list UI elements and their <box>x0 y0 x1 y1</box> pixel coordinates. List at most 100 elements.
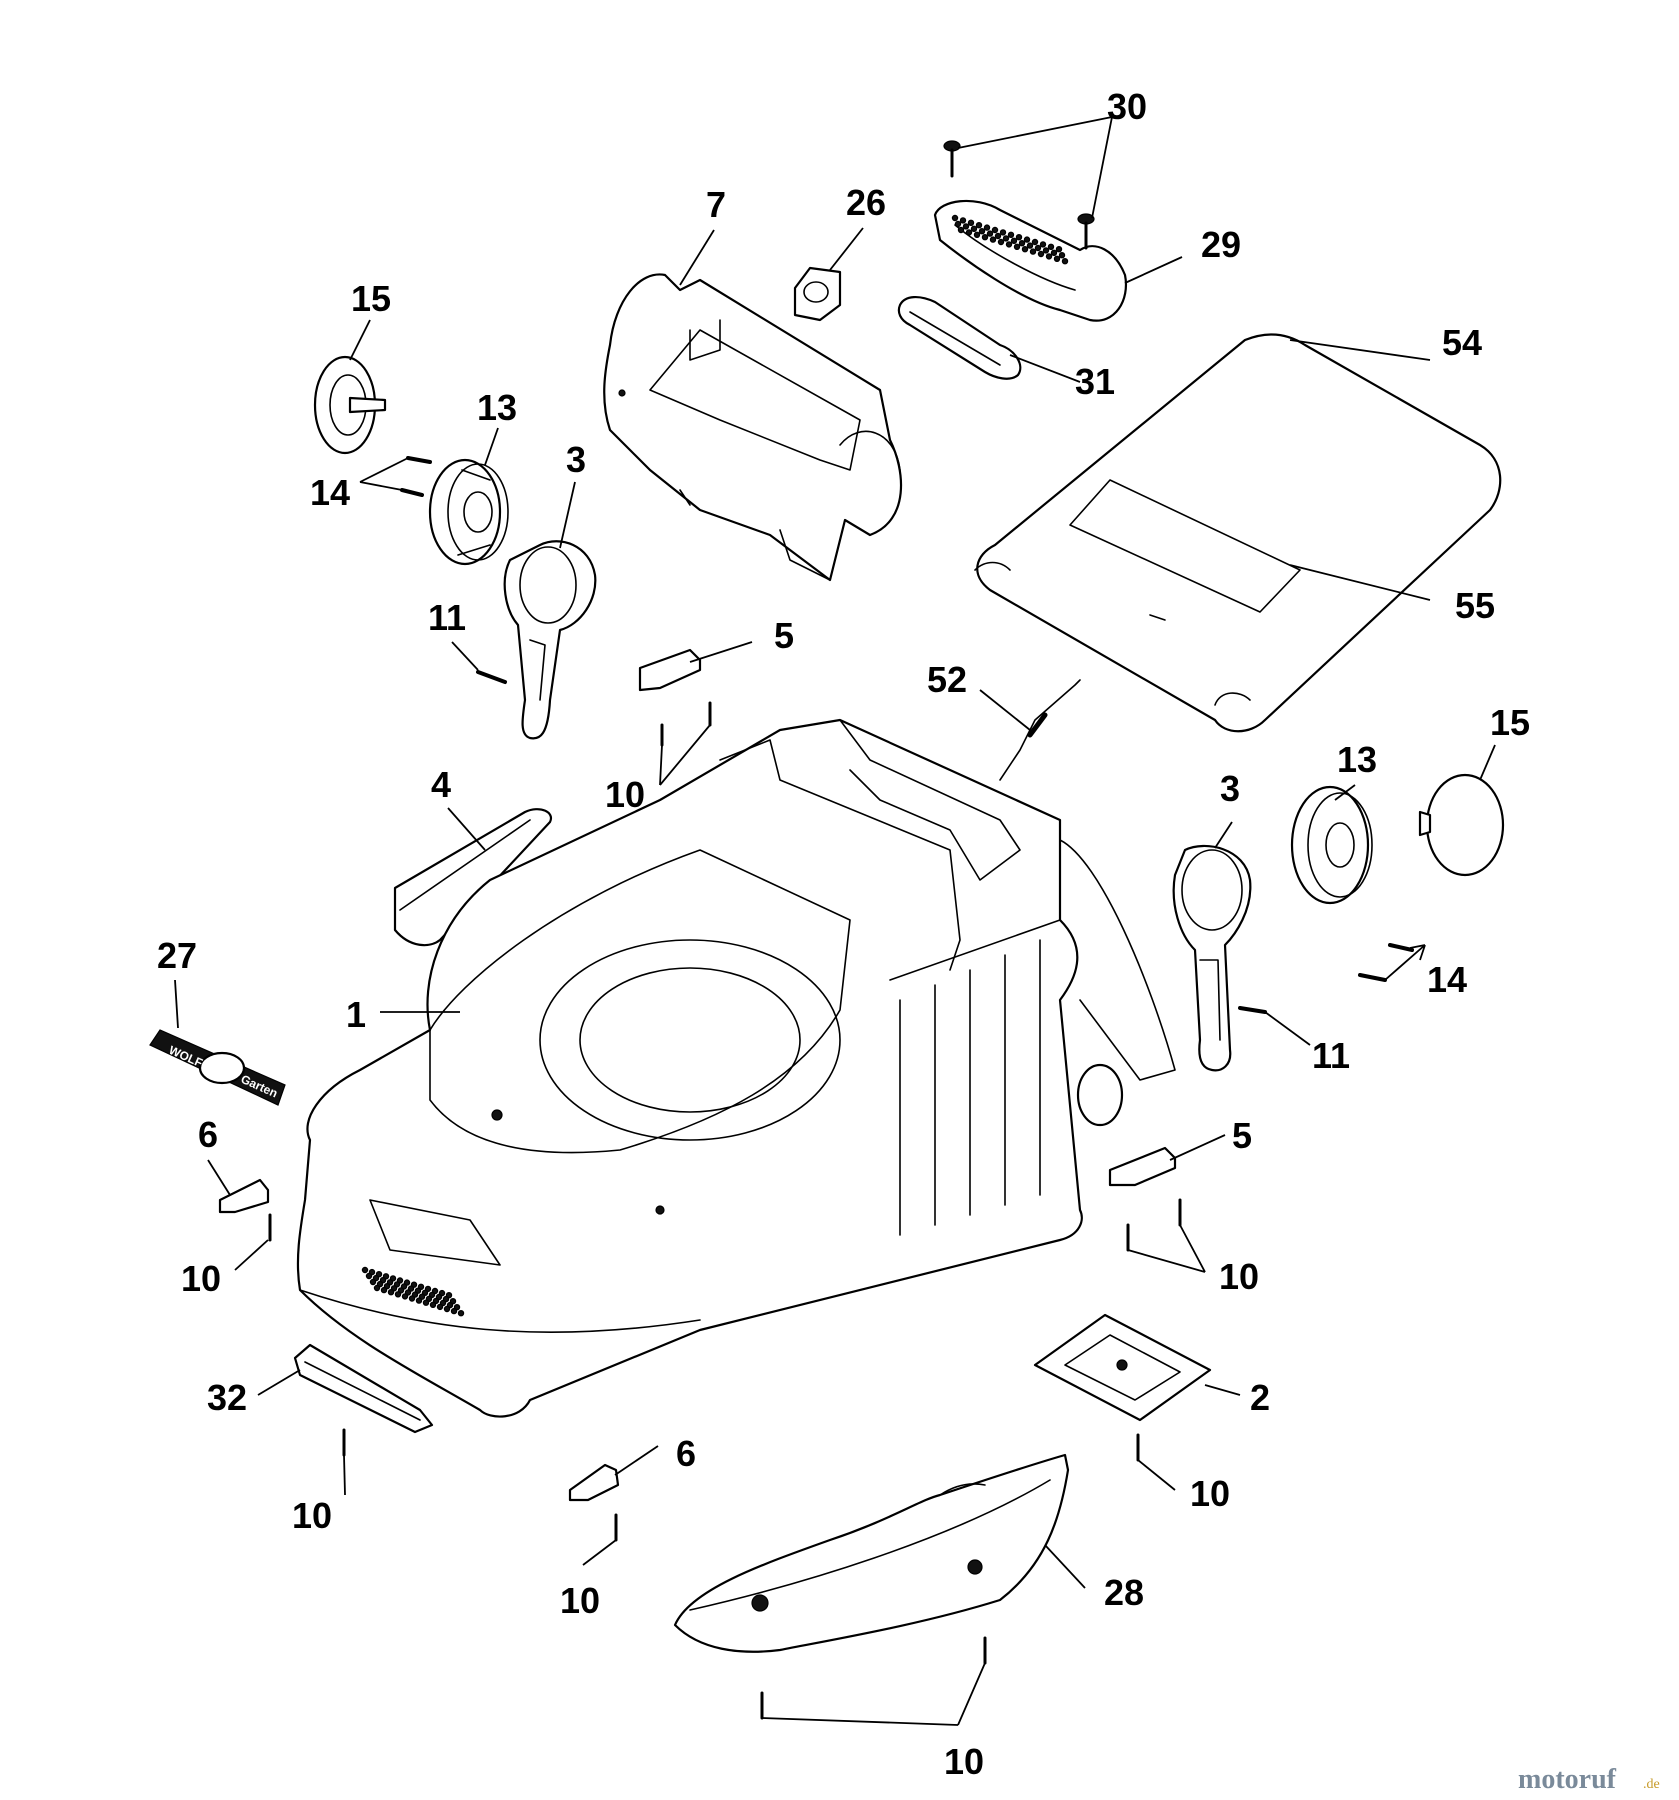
callout-10-upper: 10 <box>605 774 645 815</box>
callout-30: 30 <box>1107 86 1147 127</box>
pattern-dot <box>457 1309 465 1317</box>
watermark-text: motoruf <box>1518 1764 1617 1795</box>
pattern-dot <box>981 233 989 241</box>
part-3-height-adjuster-right <box>1172 844 1252 1072</box>
callout-1: 1 <box>346 994 366 1035</box>
part-54-lid <box>974 333 1502 733</box>
pattern-dot <box>997 238 1005 246</box>
pattern-dot <box>1042 247 1050 254</box>
part-32-front-grille <box>293 1343 434 1434</box>
callout-52: 52 <box>927 659 967 700</box>
callout-14-right: 14 <box>1427 959 1467 1000</box>
callout-10-right-lower: 10 <box>1190 1473 1230 1514</box>
pattern-dot <box>380 1286 388 1294</box>
pattern-dot <box>387 1288 395 1296</box>
pattern-dot <box>394 1291 402 1298</box>
callout-11-right: 11 <box>1312 1035 1350 1076</box>
callout-7: 7 <box>706 184 726 225</box>
pattern-dot <box>978 227 986 235</box>
pattern-dot <box>1055 245 1063 253</box>
pattern-dot <box>1026 242 1034 249</box>
part-14-screws-left <box>400 456 432 497</box>
pattern-dot <box>1047 243 1055 250</box>
pattern-dot <box>954 220 962 228</box>
pattern-dot <box>1053 255 1061 262</box>
part-13-gear-wheel-left <box>428 458 509 566</box>
part-26-plug <box>793 266 842 322</box>
part-13-gear-wheel-right <box>1290 785 1373 905</box>
part-10-screws-misc <box>268 1198 1182 1720</box>
callout-10-lower-left: 10 <box>292 1495 332 1536</box>
pattern-dot <box>361 1266 369 1274</box>
pattern-dot <box>1013 243 1021 250</box>
callout-10-center: 10 <box>560 1580 600 1621</box>
callout-6-left: 6 <box>198 1114 218 1155</box>
pattern-dot <box>415 1297 423 1304</box>
pattern-dot <box>1061 258 1069 265</box>
pattern-dot <box>1002 235 1010 242</box>
pattern-dot <box>1005 241 1013 248</box>
callout-29: 29 <box>1201 224 1241 265</box>
callout-26: 26 <box>846 182 886 223</box>
pattern-dot <box>436 1303 444 1311</box>
pattern-dot <box>1021 245 1029 253</box>
callout-13-left: 13 <box>477 387 517 428</box>
part-7-catcher-frame <box>603 273 903 582</box>
callout-10-left: 10 <box>181 1258 221 1299</box>
callout-15-right: 15 <box>1490 702 1530 743</box>
part-2-cover-plate <box>1033 1313 1212 1422</box>
part-30-screw-a <box>943 140 961 178</box>
part-6-clip-lower <box>568 1463 620 1502</box>
pattern-dot <box>986 230 994 237</box>
part-5-clip-upper <box>638 648 702 692</box>
deck-front-dot-pattern <box>361 1266 465 1317</box>
pattern-dot <box>1039 241 1047 248</box>
callout-5-right: 5 <box>1232 1115 1252 1156</box>
callout-55: 55 <box>1455 585 1495 626</box>
pattern-dot <box>429 1301 437 1309</box>
pattern-dot <box>1034 244 1042 252</box>
callout-labels: 30 7 26 29 15 54 31 13 3 14 55 11 5 52 1… <box>157 86 1530 1782</box>
callout-11-left: 11 <box>428 597 466 638</box>
watermark-suffix: .de <box>1643 1777 1660 1792</box>
pattern-dot <box>422 1299 430 1306</box>
callout-5-upper: 5 <box>774 615 794 656</box>
callout-32: 32 <box>207 1377 247 1418</box>
callout-10-right: 10 <box>1219 1256 1259 1297</box>
pattern-dot <box>1029 248 1037 255</box>
callout-14-left: 14 <box>310 472 350 513</box>
callout-2: 2 <box>1250 1377 1270 1418</box>
callout-28: 28 <box>1104 1572 1144 1613</box>
part-28-rear-deflector <box>673 1453 1070 1653</box>
callout-10-bottom: 10 <box>944 1741 984 1782</box>
pattern-dot <box>408 1295 416 1302</box>
pattern-dot <box>1037 250 1045 258</box>
part-31-handle-bar <box>897 296 1022 380</box>
pattern-dot <box>973 231 981 238</box>
pattern-dot <box>1015 233 1023 241</box>
part-5-clip-right <box>1108 1146 1177 1187</box>
callout-3-right: 3 <box>1220 768 1240 809</box>
pattern-dot <box>1031 238 1039 246</box>
pattern-dot <box>951 214 959 222</box>
part-27-decal: WOLF Garten <box>149 1029 286 1106</box>
callout-4: 4 <box>431 764 451 805</box>
part-14-screws-right <box>1358 943 1414 982</box>
pattern-dot <box>401 1293 409 1300</box>
pattern-dot <box>369 1278 377 1286</box>
pattern-dot <box>975 221 983 229</box>
pattern-dot <box>443 1305 451 1313</box>
pattern-dot <box>991 226 999 234</box>
pattern-dot <box>450 1307 458 1315</box>
part-3-height-adjuster-left <box>503 540 597 740</box>
callout-54: 54 <box>1442 322 1482 363</box>
pattern-dot <box>1007 231 1015 238</box>
pattern-dot <box>970 225 978 232</box>
pattern-dot <box>1010 237 1018 244</box>
part-1-mower-deck <box>296 718 1176 1418</box>
callout-15-left: 15 <box>351 278 391 319</box>
grip-dot-pattern <box>951 214 1069 265</box>
pattern-dot <box>957 226 965 234</box>
pattern-dot <box>373 1284 381 1292</box>
